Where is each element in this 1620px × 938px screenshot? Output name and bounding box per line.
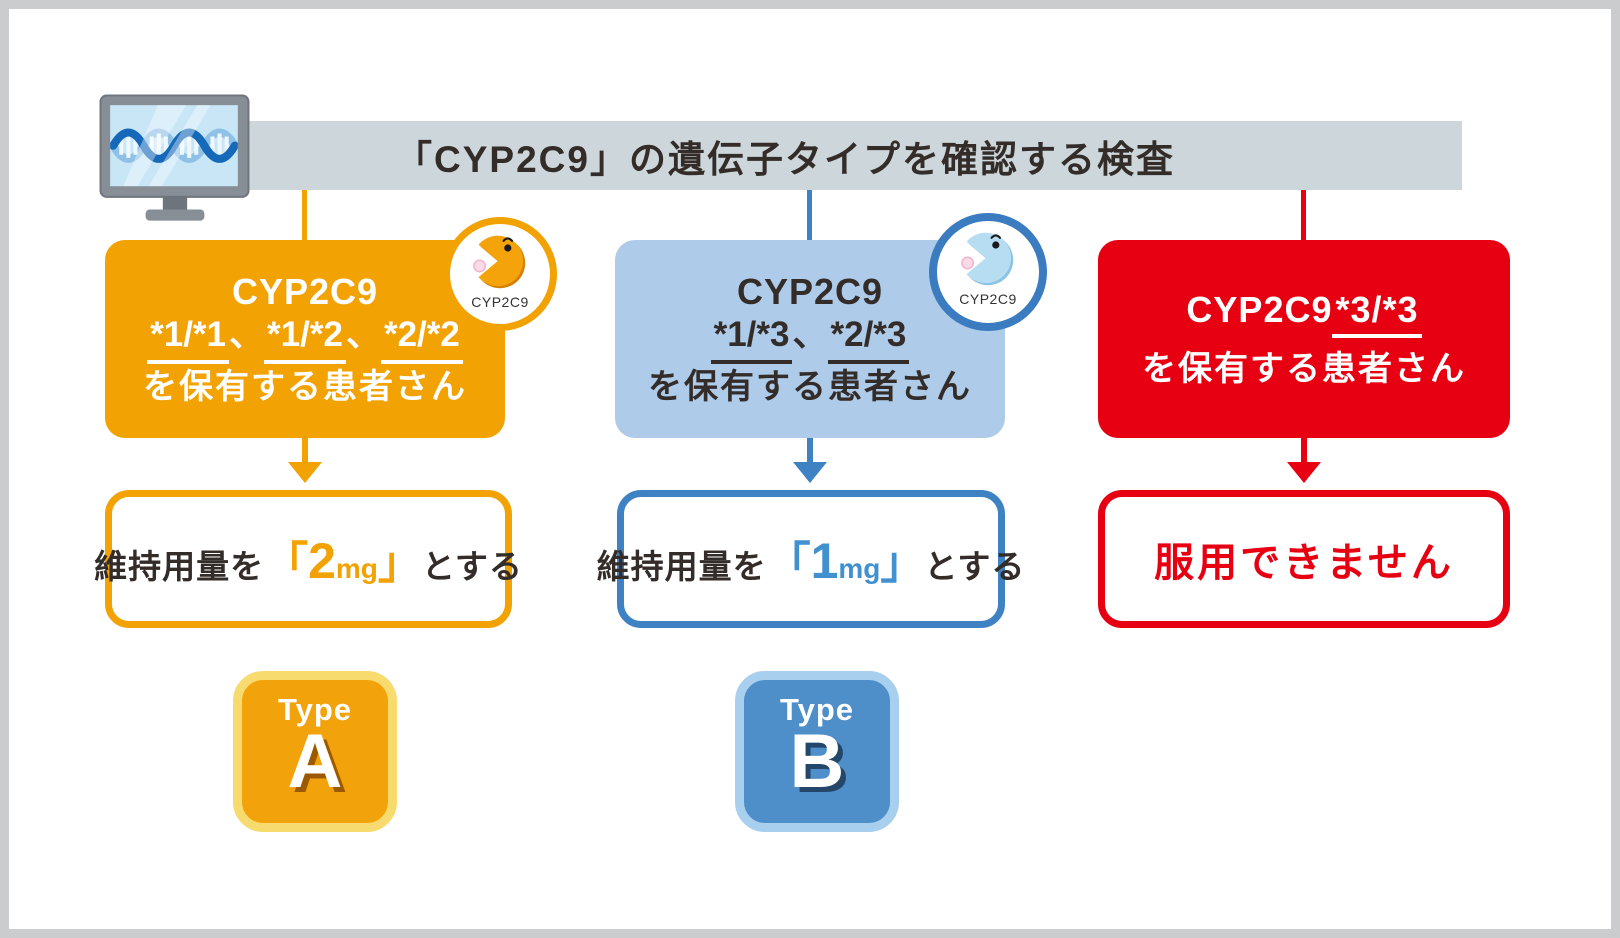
separator: 、 [792,315,828,355]
down-arrow-icon [1287,462,1321,483]
dose-prefix: 維持用量を [596,548,767,585]
separator: 、 [345,315,381,355]
down-arrow-stem [1301,438,1307,464]
dose-box-1mg: 維持用量を「1mg」とする [597,490,1024,628]
dose-box-2mg: 維持用量を「2mg」とする [94,490,522,628]
warning-box: 服用できません [1098,490,1510,628]
patient-box-type-a: CYP2C9 *1/*1、*1/*2、*2/*2 を保有する患者さん [105,240,505,438]
allele: *3/*3 [1332,290,1422,338]
dose-text: 維持用量を「2mg」とする [94,527,523,591]
patient-suffix: を保有する患者さん [648,367,972,406]
allele: *1/*1 [147,316,230,364]
gene-name: CYP2C9 [736,270,884,312]
allele-list: *1/*3、*2/*3 [710,315,910,364]
connector-line-type-b [807,190,812,240]
gene-name: CYP2C9 [1186,288,1333,330]
cyp2c9-enzyme-icon [473,235,526,289]
monitor-dna-icon [99,94,251,224]
bracket-open: 「 [766,539,811,588]
dose-unit: mg [838,553,881,584]
dose-value: 1 [810,533,839,589]
bracket-close: 」 [377,539,422,588]
patient-box-no-use: CYP2C9*3/*3 を保有する患者さん [1098,240,1510,438]
dose-value: 2 [308,533,336,589]
dose-suffix: とする [924,548,1026,585]
bracket-open: 「 [264,539,309,588]
enzyme-badge-blue: CYP2C9 [929,213,1047,331]
cyp2c9-enzyme-icon [961,232,1014,286]
type-a-badge: Type A [233,671,397,832]
down-arrow-icon [793,462,827,483]
page-title: 「CYP2C9」の遺伝子タイプを確認する検査 [395,138,1175,180]
allele: *1/*3 [710,316,793,364]
type-letter: A [287,719,343,804]
allele-list: *1/*1、*1/*2、*2/*2 [147,316,463,364]
connector-line-type-a [302,190,307,240]
type-word: Type [277,692,353,727]
allele: *2/*2 [380,316,463,364]
dose-prefix: 維持用量を [94,548,265,585]
down-arrow-stem [807,438,813,464]
badge-label: CYP2C9 [959,291,1017,307]
badge-label: CYP2C9 [471,294,529,310]
dose-suffix: とする [421,548,523,585]
patient-box-type-b: CYP2C9 *1/*3、*2/*3 を保有する患者さん [615,240,1005,438]
gene-name: CYP2C9 [231,270,379,312]
type-word: Type [779,692,855,727]
gene-and-allele: CYP2C9*3/*3 [1186,288,1422,338]
dose-text: 維持用量を「1mg」とする [597,527,1026,591]
allele: *2/*3 [827,316,910,364]
dose-unit: mg [335,553,378,584]
connector-line-no-use [1301,190,1306,240]
separator: 、 [229,315,265,355]
allele: *1/*2 [264,316,346,364]
patient-suffix: を保有する患者さん [143,367,467,406]
bracket-close: 」 [880,539,925,588]
down-arrow-icon [288,462,322,483]
type-b-badge: Type B [735,671,899,832]
patient-suffix: を保有する患者さん [1142,349,1466,388]
warning-text: 服用できません [1154,541,1454,585]
down-arrow-stem [302,438,308,464]
header-bar [240,121,1462,190]
type-letter: B [789,719,845,804]
enzyme-badge-orange: CYP2C9 [443,217,557,331]
